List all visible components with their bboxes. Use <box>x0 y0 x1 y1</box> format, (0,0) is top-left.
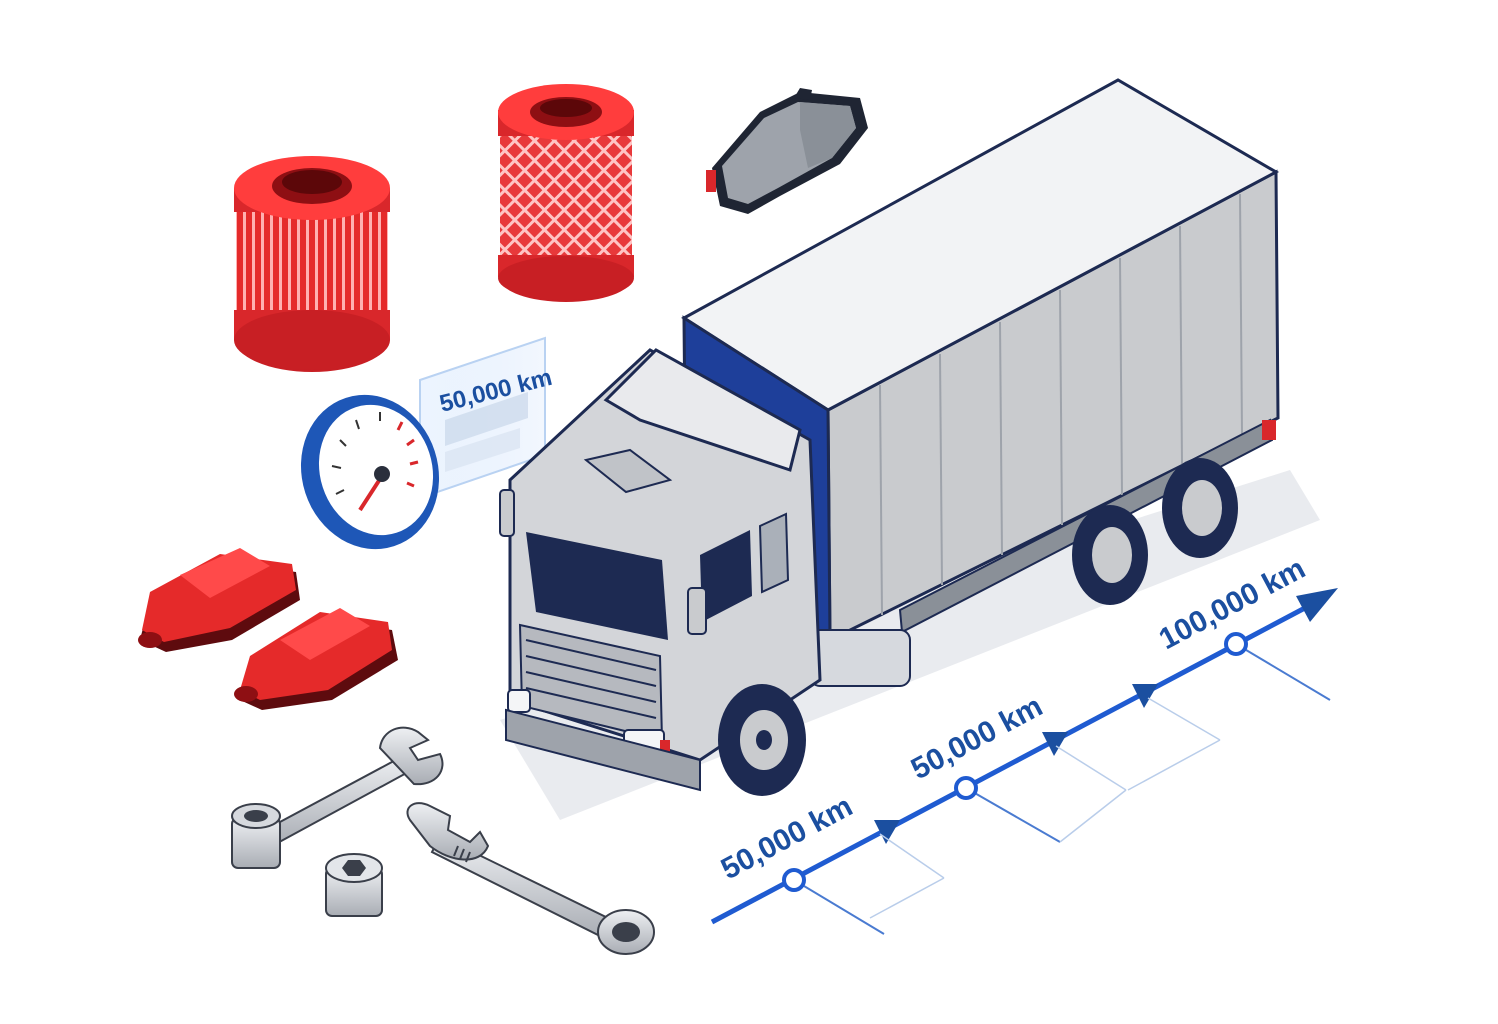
timeline-arrow-3 <box>1132 684 1158 708</box>
timeline-node-3 <box>1224 632 1248 656</box>
timeline-arrow-1 <box>874 820 900 844</box>
timeline-label-2: 50,000 km <box>906 690 1048 786</box>
red-brake-pads-icon <box>138 548 398 710</box>
wrench-icon <box>231 726 444 869</box>
odometer-icon <box>300 394 440 550</box>
truck-icon <box>499 78 1280 796</box>
timeline-node-2 <box>954 776 978 800</box>
socket-icon <box>325 853 383 917</box>
timeline-arrow-2 <box>1042 732 1068 756</box>
adjustable-wrench-icon <box>406 802 655 955</box>
timeline-axis <box>710 597 1322 925</box>
air-filter-icon <box>498 84 634 302</box>
oil-filter-icon <box>234 156 390 372</box>
timeline-node-1 <box>782 868 806 892</box>
brake-pad-icon <box>706 88 868 214</box>
timeline-arrowhead <box>1296 588 1338 622</box>
